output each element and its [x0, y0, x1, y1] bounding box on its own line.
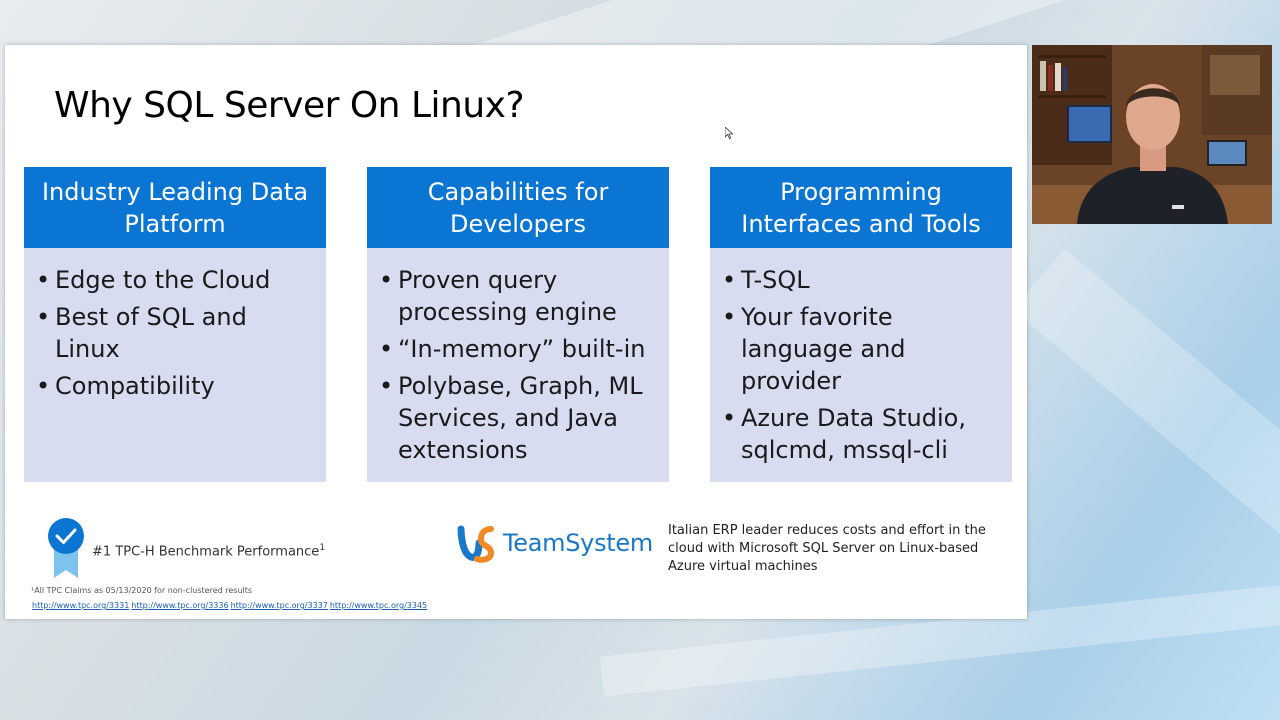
- column-heading: Capabilities for Developers: [367, 167, 669, 248]
- bullet-icon: •: [722, 266, 737, 294]
- bullet-icon: •: [36, 372, 51, 400]
- bullet-icon: •: [722, 303, 737, 331]
- partner-name: TeamSystem: [503, 529, 653, 557]
- teamsystem-logo-icon: [457, 525, 495, 563]
- list-item: •Polybase, Graph, ML Services, and Java …: [379, 370, 659, 466]
- tpc-link-3331[interactable]: http://www.tpc.org/3331: [32, 601, 130, 610]
- tpc-link-3336[interactable]: http://www.tpc.org/3336: [131, 601, 229, 610]
- list-item: •Edge to the Cloud: [36, 264, 316, 296]
- list-item-text: Polybase, Graph, ML Services, and Java e…: [398, 372, 643, 464]
- list-item: •“In-memory” built-in: [379, 333, 659, 365]
- benchmark-text: #1 TPC-H Benchmark Performance1: [92, 543, 325, 559]
- bullet-icon: •: [36, 266, 51, 294]
- tpc-link-3337[interactable]: http://www.tpc.org/3337: [230, 601, 328, 610]
- partner-description: Italian ERP leader reduces costs and eff…: [668, 523, 986, 574]
- list-item-text: Azure Data Studio, sqlcmd, mssql-cli: [741, 404, 966, 464]
- column-industry-leading: Industry Leading Data Platform •Edge to …: [24, 167, 326, 482]
- tpc-link-3345[interactable]: http://www.tpc.org/3345: [329, 601, 428, 610]
- list-item-text: “In-memory” built-in: [398, 335, 646, 363]
- list-item-text: Best of SQL and Linux: [55, 303, 247, 363]
- bullet-list: •Edge to the Cloud •Best of SQL and Linu…: [24, 248, 326, 402]
- checkmark-ribbon-badge-icon: [48, 518, 84, 578]
- list-item-text: Proven query processing engine: [398, 266, 617, 326]
- column-programming-interfaces: Programming Interfaces and Tools •T-SQL …: [710, 167, 1012, 482]
- list-item: •Compatibility: [36, 370, 316, 402]
- benchmark-footnote-marker: 1: [319, 543, 326, 553]
- list-item: •T-SQL: [722, 264, 1002, 296]
- presenter-webcam-feed: [1032, 45, 1272, 224]
- column-heading: Programming Interfaces and Tools: [710, 167, 1012, 248]
- webcam-scene-icon: [1032, 45, 1272, 224]
- presentation-slide: Why SQL Server On Linux? Industry Leadin…: [5, 45, 1027, 619]
- list-item: •Your favorite language and provider: [722, 301, 1002, 397]
- slide-title: Why SQL Server On Linux?: [54, 85, 525, 126]
- list-item: •Azure Data Studio, sqlcmd, mssql-cli: [722, 402, 1002, 466]
- list-item-text: Edge to the Cloud: [55, 266, 271, 294]
- bullet-list: •Proven query processing engine •“In-mem…: [367, 248, 669, 466]
- bullet-icon: •: [379, 372, 394, 400]
- bullet-icon: •: [379, 266, 394, 294]
- bullet-icon: •: [722, 404, 737, 432]
- list-item-text: Compatibility: [55, 372, 215, 400]
- benchmark-label: #1 TPC-H Benchmark Performance: [92, 544, 320, 560]
- column-heading: Industry Leading Data Platform: [24, 167, 326, 248]
- list-item-text: T-SQL: [741, 266, 810, 294]
- list-item: •Proven query processing engine: [379, 264, 659, 328]
- mouse-cursor-icon: [725, 127, 733, 139]
- list-item: •Best of SQL and Linux: [36, 301, 316, 365]
- bullet-list: •T-SQL •Your favorite language and provi…: [710, 248, 1012, 466]
- column-developer-capabilities: Capabilities for Developers •Proven quer…: [367, 167, 669, 482]
- footnote: ¹All TPC Claims as 05/13/2020 for non-cl…: [31, 586, 253, 595]
- bullet-icon: •: [36, 303, 51, 331]
- bullet-icon: •: [379, 335, 394, 363]
- background-stripe: [1012, 248, 1280, 632]
- list-item-text: Your favorite language and provider: [741, 303, 906, 395]
